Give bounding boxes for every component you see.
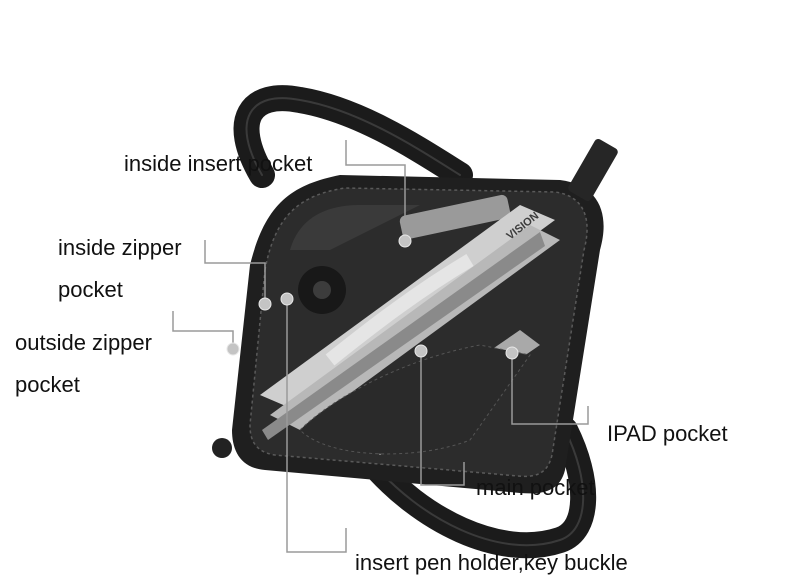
label-inside-insert-pocket: inside insert pocket — [124, 151, 313, 176]
bag-interior — [290, 194, 511, 314]
label-insert-pen-holder: insert pen holder,key buckle — [355, 550, 628, 575]
pointer-dot-pen-holder — [280, 292, 294, 306]
laptop — [260, 205, 560, 440]
pointer-line-main — [420, 351, 465, 486]
pointer-dot-main — [414, 344, 428, 358]
label-inside-zipper-pocket: inside zipper pocket — [58, 227, 182, 311]
pointer-line-pen-holder — [286, 299, 347, 553]
pointer-line-inside-zipper — [204, 240, 266, 304]
pointer-line-inside-insert — [345, 140, 406, 241]
pointer-dots — [226, 234, 519, 360]
pointer-dot-inside-zipper — [258, 297, 272, 311]
label-outside-zipper-pocket: outside zipper pocket — [15, 322, 152, 406]
label-outside-zipper-line2: pocket — [15, 372, 80, 397]
pointer-line-outside-zipper — [172, 311, 234, 349]
pointer-dot-ipad — [505, 346, 519, 360]
label-inside-zipper-line1: inside zipper — [58, 235, 182, 260]
pointer-line-ipad — [511, 353, 589, 425]
pointer-dot-inside-insert — [398, 234, 412, 248]
bag-handles — [233, 85, 597, 559]
pointer-lines — [172, 140, 589, 553]
ipad — [299, 330, 540, 455]
label-main-pocket: main pocket — [476, 475, 595, 500]
label-outside-zipper-line1: outside zipper — [15, 330, 152, 355]
pointer-dot-outside-zipper — [226, 342, 240, 356]
label-ipad-pocket: IPAD pocket — [607, 421, 728, 446]
label-inside-zipper-line2: pocket — [58, 277, 123, 302]
